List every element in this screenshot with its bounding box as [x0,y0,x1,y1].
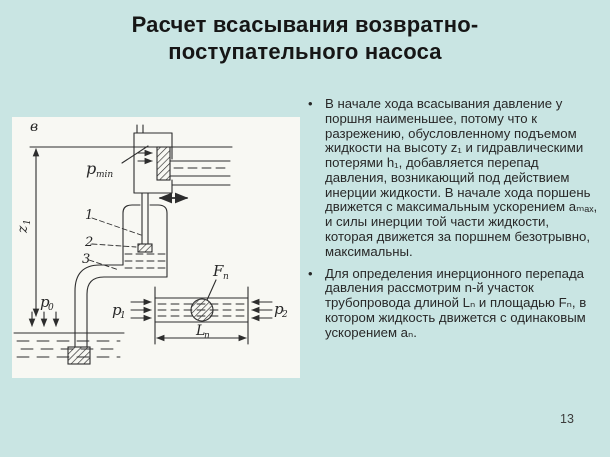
reservoir [13,332,125,358]
part-3-label: 3 [82,252,90,267]
slide-title: Расчет всасывания возвратно-поступательн… [131,12,479,65]
pump-chamber [122,204,168,278]
part-1-label: 1 [85,208,93,223]
part-leader-lines [88,217,142,271]
svg-text:F: F [212,262,224,280]
bullet-text-2: Для определения инерционного перепада да… [325,265,587,340]
svg-text:2: 2 [281,310,288,320]
bullet-item-1: В начале хода всасывания давление у порш… [303,96,599,260]
svg-text:0: 0 [48,303,54,313]
fn-label: F n [212,262,229,282]
svg-text:n: n [204,331,210,341]
page-number: 13 [560,412,574,426]
piston-rod [169,160,231,186]
svg-text:n: n [223,272,229,282]
p2-arrows [251,298,273,322]
suction-valve [137,243,153,253]
p2-label: p 2 [274,300,288,320]
point-b-label: в [30,119,38,135]
foot-strainer [67,346,91,365]
cylinder [133,124,173,194]
svg-text:min: min [96,170,113,180]
svg-text:p: p [112,301,122,319]
pmin-arrows [137,149,153,165]
p0-label: p 0 [40,293,54,313]
svg-text:1: 1 [23,219,33,225]
piston [156,146,171,181]
chamber-liquid-lines [124,253,166,269]
svg-text:1: 1 [120,311,126,321]
bullet-text-1: В начале хода всасывания давление у порш… [325,96,598,259]
svg-text:L: L [195,323,205,339]
pump-suction-diagram: в z 1 p min 1 2 3 p 0 p 1 [12,117,300,378]
svg-text:p: p [86,159,96,178]
ln-label: L n [195,323,210,341]
p1-arrows [130,298,152,322]
fn-area-circle [190,298,214,322]
svg-text:p: p [40,293,50,311]
z1-label: z 1 [15,219,33,234]
p0-arrows [28,311,60,327]
svg-text:p: p [274,300,284,318]
suction-elbow-pipe [74,264,124,348]
pump-diagram-svg: в z 1 p min 1 2 3 p 0 p 1 [13,119,288,365]
fn-leader-line [206,279,217,301]
pmin-leader-line [121,145,149,164]
pipe-segment [154,286,249,345]
plunger-pipe [141,192,149,245]
bullet-item-2: Для определения инерционного перепада да… [303,265,599,341]
p1-label: p 1 [112,301,126,321]
bullet-list: В начале хода всасывания давление у порш… [303,96,599,348]
pmin-label: p min [86,159,113,180]
part-2-label: 2 [84,235,93,250]
svg-text:z: z [15,225,31,234]
